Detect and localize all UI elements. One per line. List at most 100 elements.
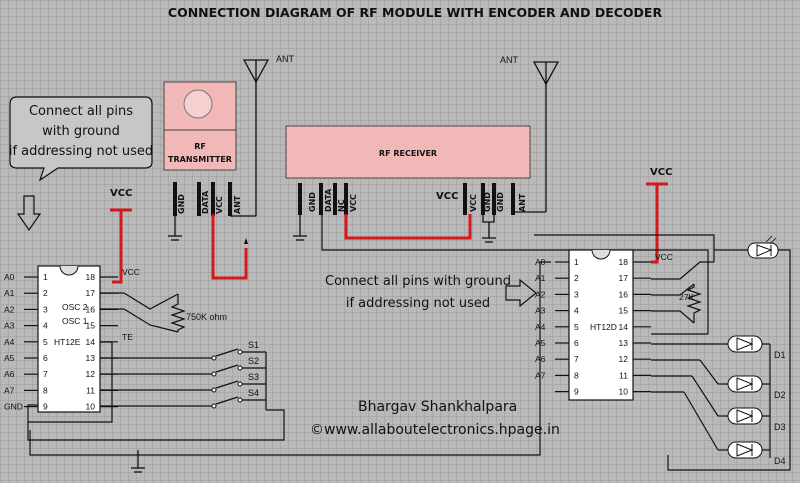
encoder-name: HT12E — [54, 337, 81, 347]
tx-antenna: ANT — [230, 54, 295, 217]
rx-pin-gnd-3: GND — [496, 192, 505, 212]
encoder-pin-5: 5 — [43, 337, 48, 347]
encoder-label-a4: A4 — [4, 337, 15, 347]
decoder-pin-6: 6 — [574, 338, 579, 348]
note-left-line1: Connect all pins — [29, 104, 133, 119]
power-wires — [110, 182, 668, 284]
tx-antenna-label: ANT — [276, 54, 295, 64]
tx-pin-gnd: GND — [177, 194, 186, 214]
right-arrow-icon — [505, 278, 537, 308]
tx-pin-ant: ANT — [233, 195, 242, 214]
rx-pin-nc: NC — [337, 199, 346, 212]
decoder-pin-10: 10 — [619, 387, 629, 397]
decoder-resistor-label: 27K — [679, 292, 694, 302]
decoder-pin-3: 3 — [574, 289, 579, 299]
encoder-wiring — [27, 214, 715, 441]
decoder-pin-9: 9 — [574, 387, 579, 397]
decoder-pin-17: 17 — [619, 273, 629, 283]
encoder-pin-17: 17 — [86, 288, 96, 298]
rf-receiver: RF RECEIVER GND DATA NC VCC VCC GND GND … — [285, 125, 531, 215]
decoder-pin-5: 5 — [574, 322, 579, 332]
encoder-pin-15: 15 — [86, 321, 96, 331]
rx-pin-vcc-1: VCC — [349, 194, 358, 212]
encoder-label-a1: A1 — [4, 288, 15, 298]
encoder-pin-6: 6 — [43, 353, 48, 363]
switch-label-s2: S2 — [248, 356, 259, 366]
decoder-pin-16: 16 — [619, 289, 629, 299]
left-callout: Connect all pins with ground if addressi… — [9, 96, 153, 232]
rx-pin-gnd-1: GND — [308, 192, 317, 212]
note-left-line3: if addressing not used — [9, 144, 153, 159]
switch-s4: S4 — [204, 388, 259, 409]
decoder-pin-8: 8 — [574, 370, 579, 380]
encoder-pin-7: 7 — [43, 369, 48, 379]
note-left-line2: with ground — [42, 124, 120, 139]
encoder-pin-16: 16 — [86, 304, 96, 314]
encoder-pin-10: 10 — [86, 402, 96, 412]
encoder-label-a6: A6 — [4, 369, 15, 379]
receiver-label: RF RECEIVER — [379, 149, 437, 158]
decoder-wiring — [29, 249, 791, 471]
rx-pin-vcc-2: VCC — [469, 194, 478, 212]
encoder-pin-1: 1 — [43, 272, 48, 282]
decoder-pin-2: 2 — [574, 273, 579, 283]
encoder-label-a0: A0 — [4, 272, 15, 282]
decoder-body — [568, 249, 634, 401]
diagram-title: CONNECTION DIAGRAM OF RF MODULE WITH ENC… — [168, 5, 663, 20]
decoder-pin-7: 7 — [574, 354, 579, 364]
decoder-name: HT12D — [590, 322, 617, 332]
led-d4: D4 — [718, 441, 786, 466]
transmitter-can — [183, 89, 213, 119]
decoder-pin-4: 4 — [574, 306, 579, 316]
rf-transmitter: RF TRANSMITTER GND DATA VCC ANT — [163, 81, 242, 216]
vcc-label-decoder: VCC — [650, 167, 672, 178]
callout-bubble — [9, 96, 153, 182]
decoder-pin-18: 18 — [619, 257, 629, 267]
switch-label-s4: S4 — [248, 388, 259, 398]
note-right-line1: Connect all pins with ground — [325, 274, 511, 289]
switch-s1: S1 — [204, 340, 259, 361]
rx-antenna: ANT — [500, 55, 560, 213]
led-label-d1: D1 — [774, 350, 786, 360]
led-top — [747, 235, 779, 259]
decoder-label-vcc: VCC — [655, 252, 673, 262]
decoder-pin-15: 15 — [619, 306, 629, 316]
encoder-pin-14: 14 — [86, 337, 96, 347]
receiver-body — [285, 125, 531, 179]
note-right-line2: if addressing not used — [346, 296, 490, 311]
transmitter-label-2: TRANSMITTER — [168, 155, 232, 164]
led-d3: D3 — [718, 407, 786, 432]
decoder-notch — [591, 249, 611, 260]
encoder-pin-9: 9 — [43, 402, 48, 412]
encoder-notch — [59, 265, 79, 276]
website-credit: ©www.allaboutelectronics.hpage.in — [310, 422, 560, 438]
switch-label-s3: S3 — [248, 372, 259, 382]
encoder-pin-12: 12 — [86, 369, 96, 379]
transmitter-body — [163, 129, 237, 171]
encoder-label-a7: A7 — [4, 385, 15, 395]
tx-pin-data: DATA — [201, 190, 210, 214]
encoder-label-a3: A3 — [4, 321, 15, 331]
tx-pin-vcc: VCC — [215, 196, 224, 214]
encoder-resistor-label: 750K ohm — [186, 312, 227, 322]
decoder-pin-14: 14 — [619, 322, 629, 332]
decoder-pin-12: 12 — [619, 354, 629, 364]
encoder-osc2: OSC 2 — [62, 302, 88, 312]
decoder-pin-1: 1 — [574, 257, 579, 267]
ground-symbols — [131, 215, 496, 473]
decoder-pin-11: 11 — [619, 370, 628, 380]
rx-pin-data: DATA — [324, 188, 333, 212]
led-d2: D2 — [718, 375, 786, 400]
led-label-d4: D4 — [774, 456, 786, 466]
transmitter-label-1: RF — [194, 142, 206, 151]
encoder-pin-11: 11 — [86, 385, 95, 395]
vcc-label-receiver: VCC — [436, 191, 458, 202]
decoder-pin-13: 13 — [619, 338, 629, 348]
rx-pin-gnd-2: GND — [483, 192, 492, 212]
rx-pin-ant: ANT — [518, 193, 527, 212]
encoder-label-gnd: GND — [4, 402, 23, 412]
encoder-pin-2: 2 — [43, 288, 48, 298]
